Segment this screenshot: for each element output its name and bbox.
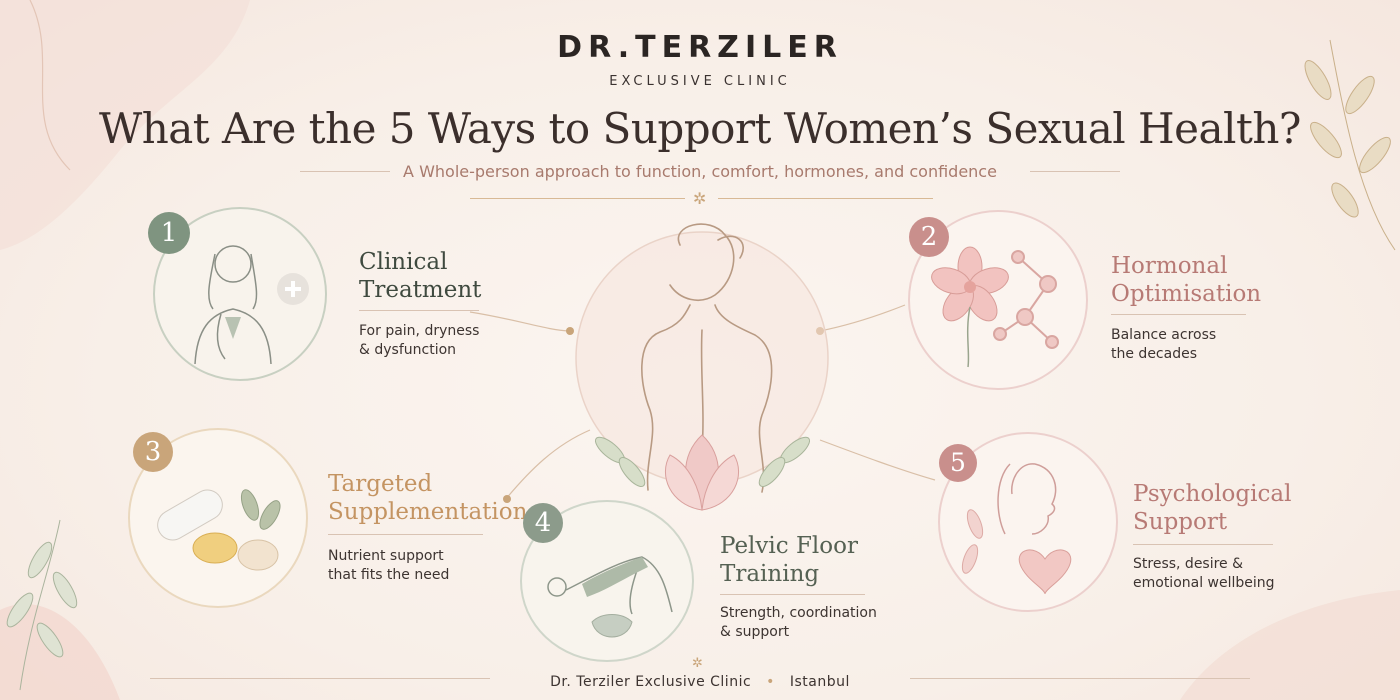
footer-clinic: Dr. Terziler Exclusive Clinic [550, 674, 752, 690]
item-2-number-badge: 2 [909, 217, 949, 257]
item-2-rule [1111, 314, 1246, 315]
footer-rule-right [910, 678, 1250, 679]
supplement-pills-icon [157, 489, 281, 571]
item-3-number-badge: 3 [133, 432, 173, 472]
lotus-leaves [594, 436, 811, 488]
corner-line-top-left [29, 0, 71, 171]
item-1-number-badge: 1 [148, 212, 190, 254]
subtitle-rule-right [1030, 171, 1120, 172]
woman-heart-icon [961, 463, 1072, 595]
page-subtitle: A Whole-person approach to function, com… [403, 162, 997, 181]
leaf-branch-top-right [1304, 39, 1396, 251]
subtitle-rule-left [300, 171, 390, 172]
item-3-rule [328, 534, 483, 535]
ornament-flower-icon: ✲ [693, 189, 707, 208]
page-title: What Are the 5 Ways to Support Women’s S… [99, 104, 1301, 153]
item-4-rule [720, 594, 865, 595]
corner-blob-top-left [0, 0, 250, 250]
item-4-number-badge: 4 [523, 503, 563, 543]
item-5-number-badge: 5 [939, 444, 977, 482]
brand-tagline: EXCLUSIVE CLINIC [609, 74, 791, 89]
pelvic-exercise-icon [547, 556, 673, 638]
footer-separator: • [766, 674, 775, 690]
brand-logo: DR.TERZILER [557, 30, 843, 65]
ornament-rule-left [470, 198, 685, 199]
doctor-icon [194, 245, 309, 365]
item-4-description: Strength, coordination& support [720, 605, 877, 640]
leaf-branch-bottom-left [6, 519, 78, 691]
footer-ornament-icon: ✲ [692, 656, 703, 671]
item-1-description: For pain, dryness& dysfunction [359, 323, 480, 358]
ornament-rule-right [718, 198, 933, 199]
flower-molecule-icon [931, 246, 1059, 368]
item-5-rule [1133, 544, 1273, 545]
item-1-rule [359, 310, 479, 311]
corner-blob-bottom-right [1180, 590, 1400, 700]
item-5-description: Stress, desire &emotional wellbeing [1133, 556, 1275, 591]
woman-silhouette-icon [575, 223, 829, 511]
footer: Dr. Terziler Exclusive Clinic • Istanbul [0, 674, 1400, 690]
footer-city: Istanbul [789, 674, 850, 690]
footer-rule-left [150, 678, 490, 679]
lotus-icon [665, 434, 739, 511]
